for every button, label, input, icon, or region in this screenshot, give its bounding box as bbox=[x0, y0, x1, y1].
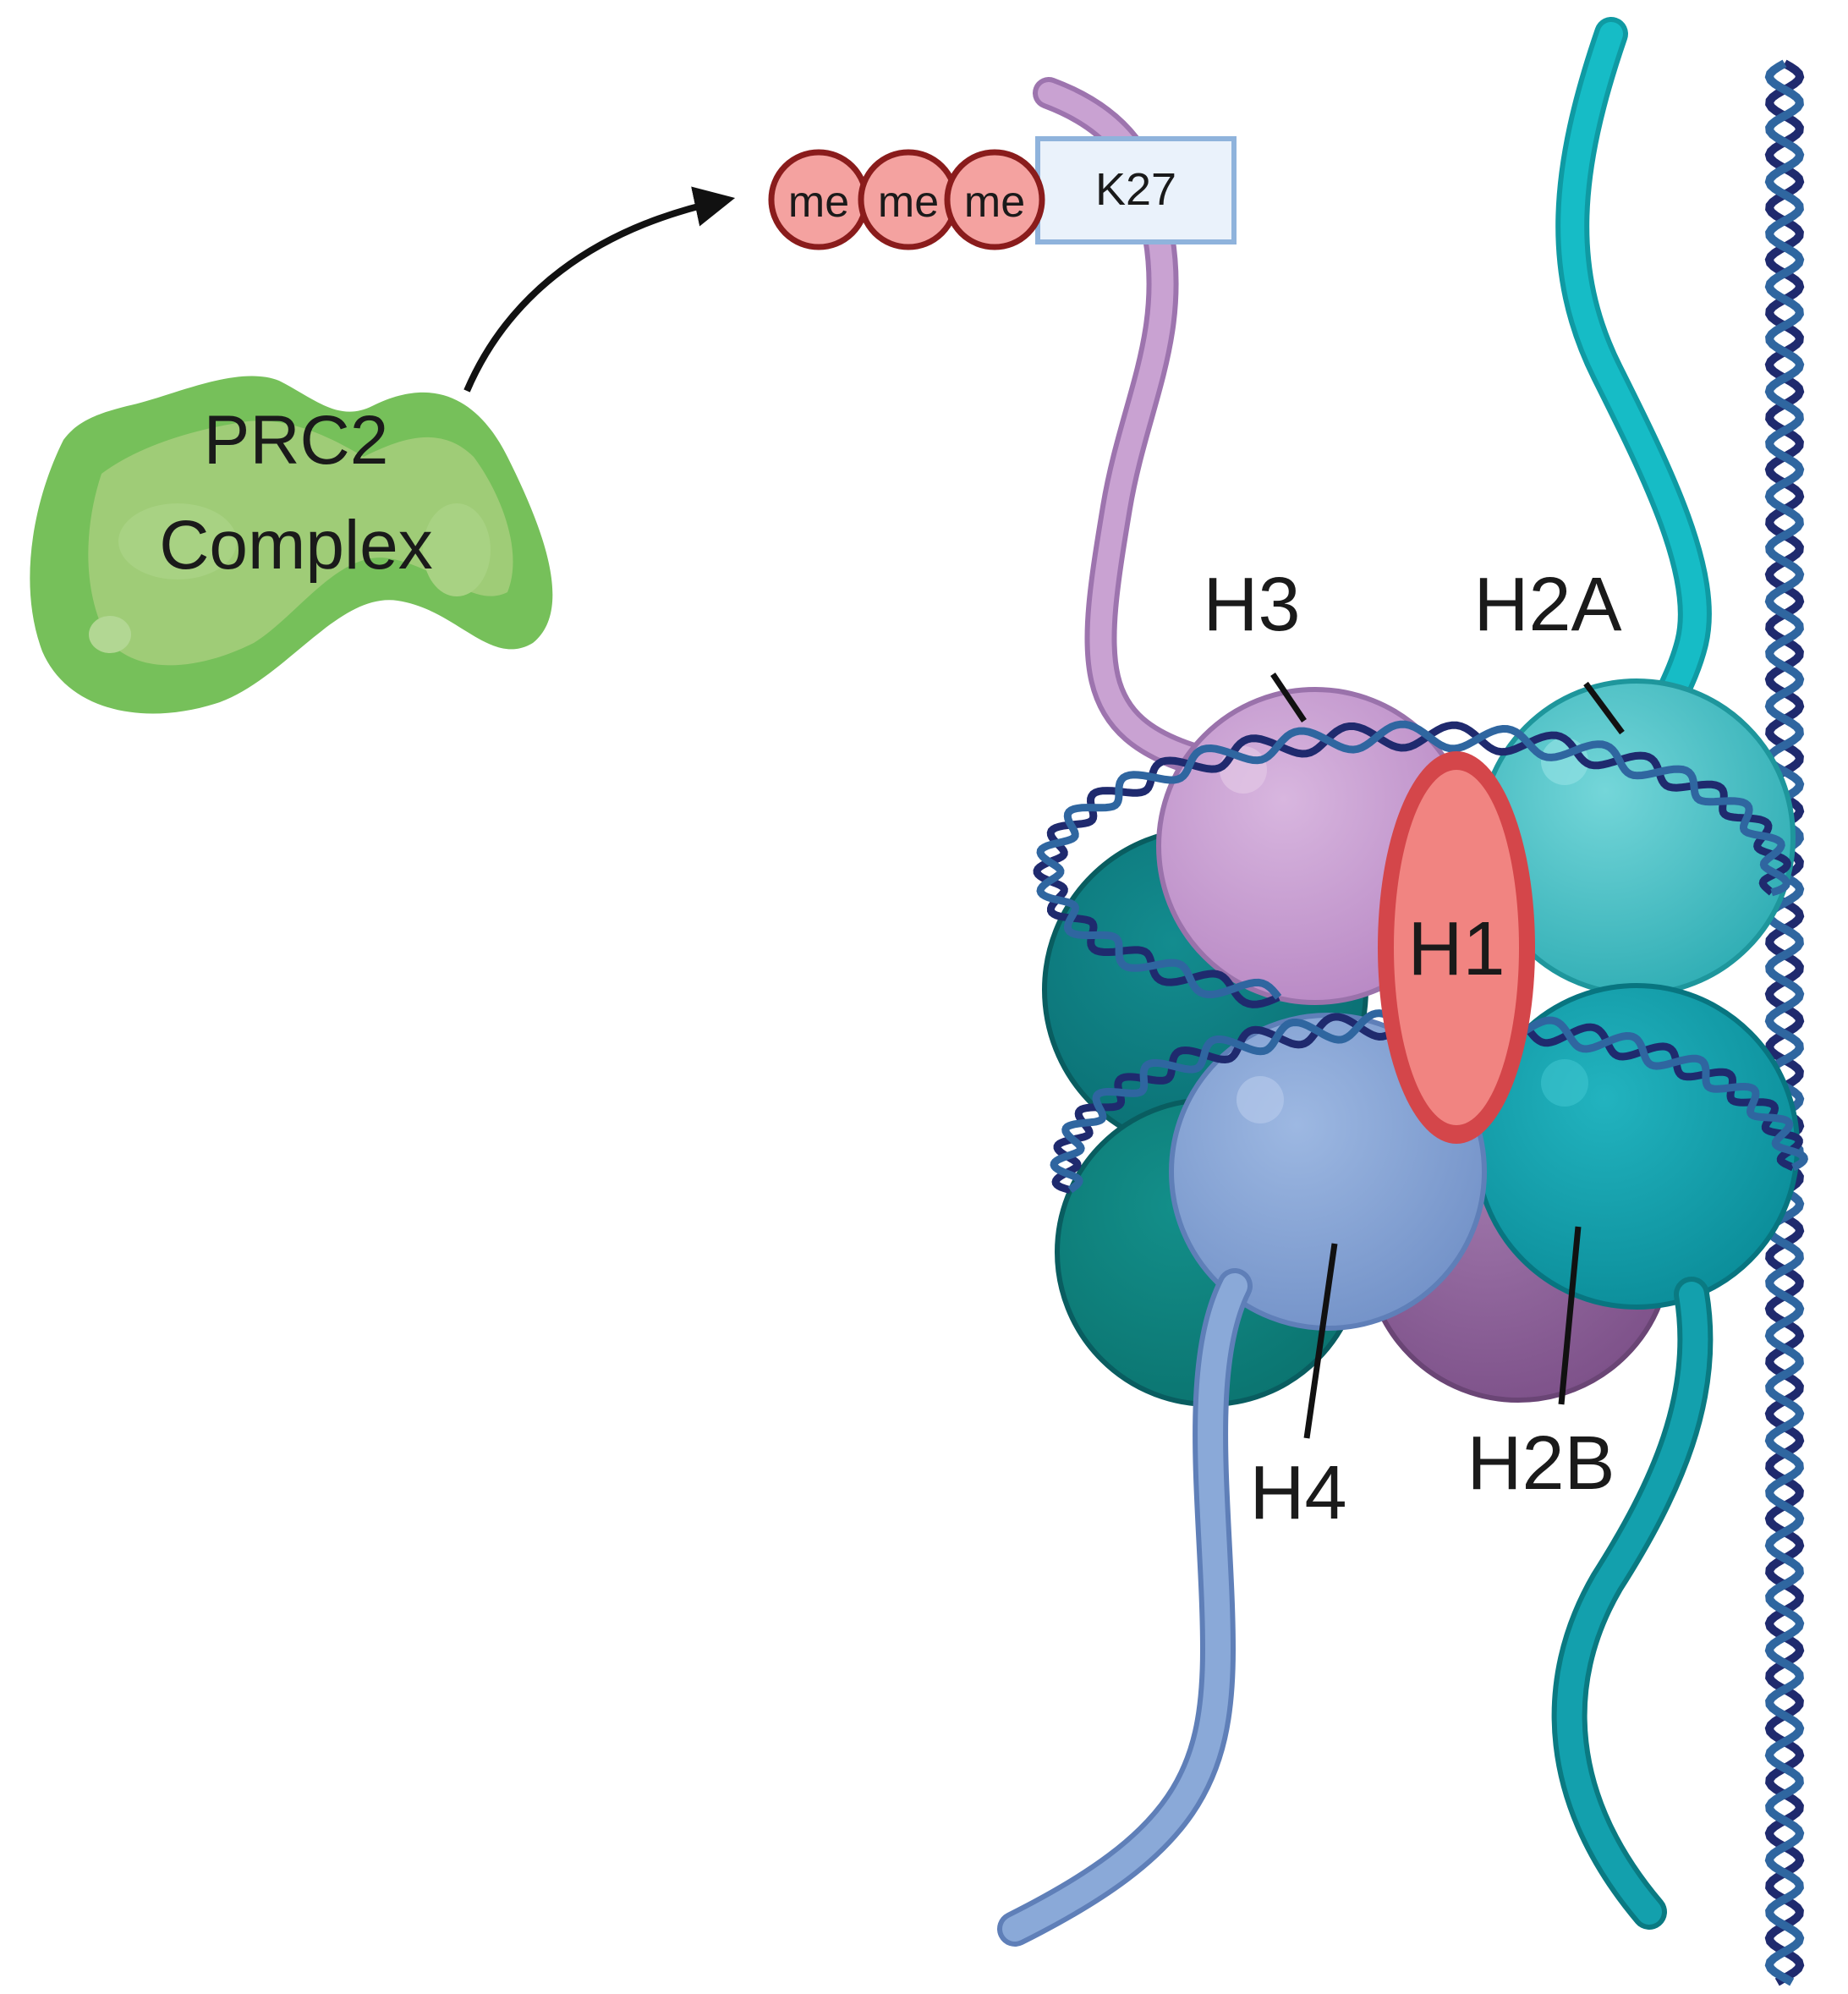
methyl-circle-3 bbox=[944, 149, 1045, 250]
leader-h2b bbox=[1558, 1226, 1582, 1405]
leader-lines bbox=[1270, 673, 1625, 1439]
prc2-label-line2: Complex bbox=[159, 507, 433, 584]
dna-wrap-upper-light bbox=[1036, 720, 1791, 1000]
h1-label: H1 bbox=[1407, 907, 1505, 992]
leader-h4 bbox=[1303, 1243, 1338, 1439]
prc2-label-line1: PRC2 bbox=[204, 402, 389, 479]
h3-label: H3 bbox=[1203, 563, 1300, 647]
prc2-highlight bbox=[423, 503, 491, 596]
prc2-highlight bbox=[89, 616, 131, 653]
h2b-label: H2B bbox=[1467, 1421, 1615, 1506]
h2a-label: H2A bbox=[1473, 563, 1621, 647]
dna-double-helix bbox=[1764, 59, 1805, 1986]
leader-h3 bbox=[1270, 673, 1307, 722]
h4-label: H4 bbox=[1249, 1451, 1346, 1535]
k27-residue: K27 bbox=[1035, 136, 1237, 244]
methyl-label-1: me bbox=[788, 178, 849, 227]
methylation-arrow bbox=[463, 186, 736, 393]
highlight-h2b bbox=[1541, 1059, 1588, 1107]
k27-label: K27 bbox=[1095, 164, 1176, 215]
h4-tail bbox=[997, 1268, 1253, 1947]
methyl-label-2: me bbox=[878, 178, 939, 227]
prc2-highlight bbox=[118, 503, 237, 580]
methyl-label-3: me bbox=[964, 178, 1025, 227]
methyl-groups: me me me bbox=[768, 149, 1045, 250]
prc2-complex: PRC2 Complex bbox=[30, 376, 553, 714]
h2a-tail bbox=[1555, 17, 1712, 744]
histone-h1: H1 bbox=[1378, 751, 1535, 1144]
dna-strand-light bbox=[1764, 59, 1805, 1986]
h2b-tail bbox=[1551, 1277, 1714, 1930]
leader-h2a bbox=[1583, 681, 1625, 735]
highlight-h4 bbox=[1237, 1076, 1284, 1123]
